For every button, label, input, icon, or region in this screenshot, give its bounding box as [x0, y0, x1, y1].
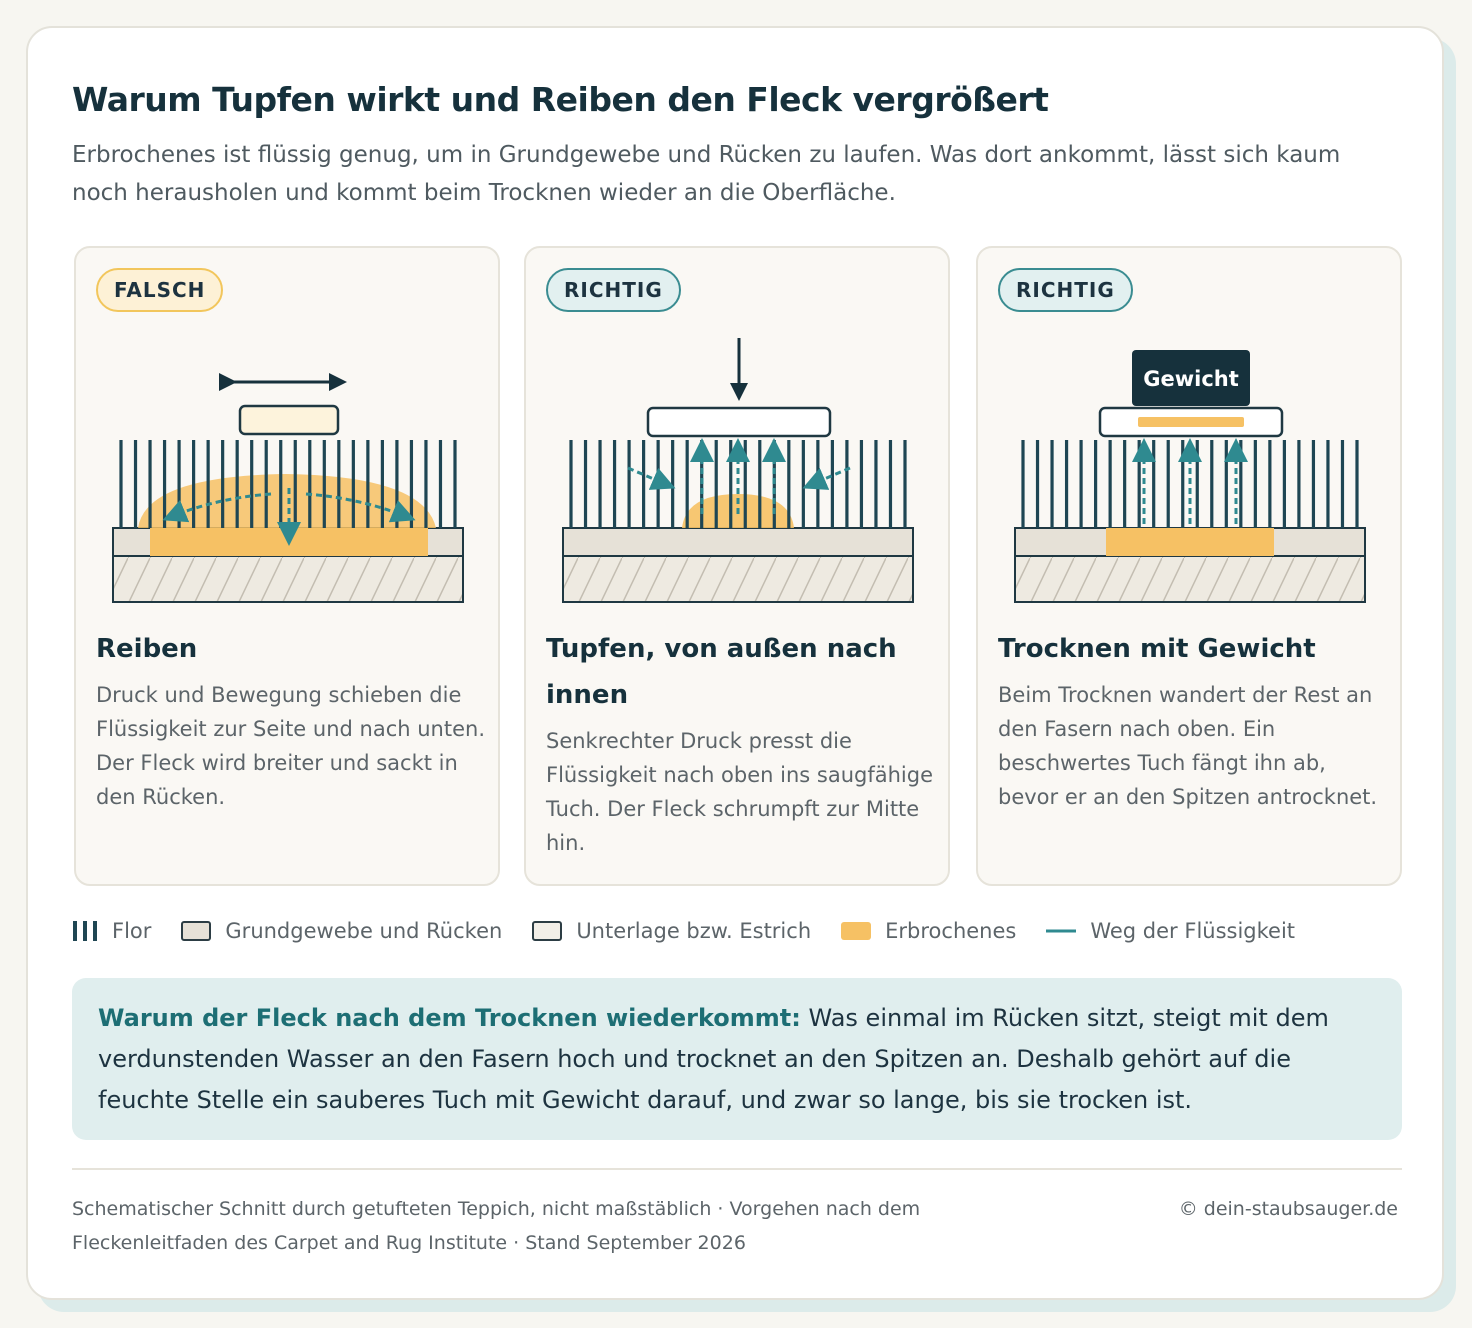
footer-source: Schematischer Schnitt durch getufteten T…	[72, 1198, 921, 1254]
flow-path-in-left	[627, 466, 676, 490]
legend: Flor Grundgewebe und Rücken Unterlage bz…	[72, 914, 1325, 948]
pile-icon	[73, 921, 97, 941]
badge-richtig: RICHTIG	[998, 268, 1133, 312]
pile-fibers	[1021, 440, 1359, 528]
legend-label: Grundgewebe und Rücken	[225, 919, 503, 943]
callout-body: Was einmal im Rücken sitzt, steigt mit d…	[98, 1004, 1329, 1114]
page-title: Warum Tupfen wirkt und Reiben den Fleck …	[72, 80, 1049, 119]
panel-text: Druck und Bewegung schieben die Flüssigk…	[96, 683, 485, 809]
diagram-rubbing	[112, 373, 464, 603]
badge-richtig: RICHTIG	[546, 268, 681, 312]
legend-item-path: Weg der Flüssigkeit	[1046, 919, 1295, 943]
flow-path-left	[162, 492, 272, 523]
diagram-blotting	[562, 338, 914, 603]
weight-block	[1132, 350, 1250, 406]
liquid-swatch-icon	[841, 922, 872, 940]
liquid-in-backing	[1106, 528, 1274, 556]
panel-gewicht: RICHTIG Gewicht Trocknen mit Ge	[976, 246, 1402, 886]
infographic-card: Warum Tupfen wirkt und Reiben den Fleck …	[26, 26, 1444, 1300]
backing-swatch-icon	[181, 921, 212, 941]
path-line-icon	[1046, 929, 1077, 933]
liquid-spread	[138, 474, 436, 528]
diagram-weighted-drying: Gewicht	[1014, 350, 1366, 603]
flow-path-in-right	[802, 466, 851, 490]
weight-label: Gewicht	[1143, 367, 1239, 391]
legend-label: Flor	[112, 919, 152, 943]
legend-item-liquid: Erbrochenes	[841, 919, 1016, 943]
panel-reiben: FALSCH	[74, 246, 500, 886]
legend-item-subfloor: Unterlage bzw. Estrich	[532, 919, 811, 943]
panel-text: Senkrechter Druck presst die Flüssigkeit…	[546, 729, 934, 855]
cloth	[238, 404, 340, 436]
panel-title: Reiben	[96, 634, 198, 664]
absorbed-liquid	[1138, 417, 1244, 427]
cloth	[646, 406, 832, 438]
legend-label: Erbrochenes	[885, 919, 1017, 943]
intro-text: Erbrochenes ist flüssig genug, um in Gru…	[72, 142, 1341, 206]
legend-label: Weg der Flüssigkeit	[1090, 919, 1296, 943]
legend-item-backing: Grundgewebe und Rücken	[181, 919, 502, 943]
backing-layer	[562, 527, 914, 557]
panel-text: Beim Trocknen wandert der Rest an den Fa…	[998, 683, 1378, 809]
pile-fibers	[119, 440, 457, 528]
subfloor-swatch-icon	[532, 921, 563, 941]
legend-label: Unterlage bzw. Estrich	[576, 919, 812, 943]
callout-box: Warum der Fleck nach dem Trocknen wieder…	[72, 978, 1402, 1140]
footer-divider	[72, 1168, 1402, 1170]
panel-title: Tupfen, von außen nach innen	[546, 634, 897, 710]
callout-lead: Warum der Fleck nach dem Trocknen wieder…	[98, 1004, 801, 1032]
panel-title: Trocknen mit Gewicht	[998, 634, 1316, 664]
footer-copyright: © dein-staubsauger.de	[1178, 1198, 1398, 1220]
panel-tupfen: RICHTIG	[524, 246, 950, 886]
legend-item-flor: Flor	[72, 919, 151, 943]
flow-path-right	[305, 492, 416, 523]
badge-falsch: FALSCH	[96, 268, 224, 312]
callout-text: Warum der Fleck nach dem Trocknen wieder…	[98, 998, 1376, 1121]
